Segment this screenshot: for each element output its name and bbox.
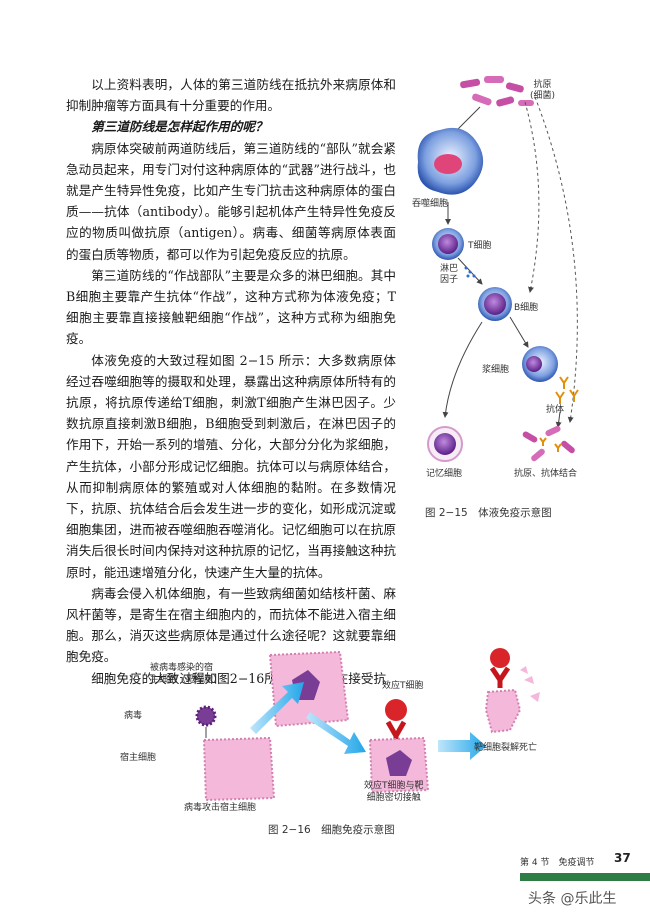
label-virus: 病毒 [124, 711, 143, 721]
figure15-caption: 图 2−15 体液免疫示意图 [425, 507, 552, 519]
label-phagocyte: 吞噬细胞 [412, 199, 449, 209]
host-cell [202, 736, 276, 802]
label-complex: 抗原、抗体结合 [514, 469, 578, 479]
paragraph-2: 病原体突破前两道防线后，第三道防线的“部队”就会紧急动员起来，用专门对付这种病原… [66, 140, 396, 262]
watermark: 头条 @乐此生 [528, 891, 617, 907]
page-number: 37 [614, 851, 631, 865]
label-plasma-cell: 浆细胞 [482, 365, 510, 375]
label-antigen: 抗原 (细菌) [530, 80, 556, 101]
humoral-immunity-figure: 抗原 (细菌) 吞噬细胞 T细胞 淋巴 因子 B细胞 浆细胞 抗体 记忆细胞 抗… [410, 72, 590, 502]
section-heading: 第三道防线是怎样起作用的呢？ [91, 119, 268, 135]
humoral-diagram [417, 76, 579, 462]
label-infected-host: 被病毒感染的宿 主细胞（靶细胞） [150, 663, 223, 685]
cellular-diagram [195, 648, 540, 802]
arrow-1 [250, 682, 304, 734]
label-host-cell: 宿主细胞 [120, 753, 157, 763]
label-antibody: 抗体 [546, 405, 565, 415]
label-t-cell: T细胞 [468, 241, 492, 251]
paragraph-1: 以上资料表明，人体的第三道防线在抵抗外来病原体和抑制肿瘤等方面具有十分重要的作用… [66, 77, 396, 114]
main-text: 以上资料表明，人体的第三道防线在抵抗外来病原体和抑制肿瘤等方面具有十分重要的作用… [66, 74, 396, 689]
label-contact: 效应T细胞与靶 细胞密切接触 [364, 781, 424, 803]
effector-t-cell [385, 699, 407, 744]
bacteria-icon [460, 76, 534, 107]
plasma-cell [522, 346, 558, 382]
b-cell [478, 287, 512, 321]
figure16-caption: 图 2−16 细胞免疫示意图 [268, 824, 395, 836]
label-effector-t-cell: 效应T细胞 [382, 681, 424, 691]
target-cell-contact [368, 736, 430, 794]
phagocyte-cell [417, 127, 484, 195]
memory-cell [427, 426, 463, 462]
antibody-icons [555, 376, 579, 404]
label-lymphokine: 淋巴 因子 [440, 264, 459, 285]
footer-bar [520, 873, 650, 881]
paragraph-4: 体液免疫的大致过程如图 2−15 所示：大多数病原体经过吞噬细胞等的摄取和处理，… [66, 352, 396, 580]
paragraph-5: 病毒会侵入机体细胞，有一些致病细菌如结核杆菌、麻风杆菌等，是寄生在宿主细胞内的，… [66, 585, 396, 665]
arrow-2 [306, 712, 366, 754]
lymphokine-dots [464, 266, 476, 278]
label-b-cell: B细胞 [514, 303, 539, 313]
t-cell [432, 228, 464, 260]
label-memory-cell: 记忆细胞 [426, 469, 463, 479]
label-virus-attack: 病毒攻击宿主细胞 [184, 803, 257, 813]
paragraph-3: 第三道防线的“作战部队”主要是众多的淋巴细胞。其中B细胞主要靠产生抗体“作战”，… [66, 267, 396, 347]
arrow-3 [438, 732, 486, 760]
lysed-target-cell [484, 648, 540, 734]
section-footer: 第 4 节 免疫调节 [520, 858, 595, 868]
antigen-antibody-complex [522, 425, 575, 462]
virus-icon [195, 705, 217, 727]
label-lysis: 靶细胞裂解死亡 [474, 743, 538, 753]
cellular-immunity-figure: 被病毒感染的宿 主细胞（靶细胞） 病毒 宿主细胞 病毒攻击宿主细胞 效应T细胞 … [120, 640, 550, 815]
